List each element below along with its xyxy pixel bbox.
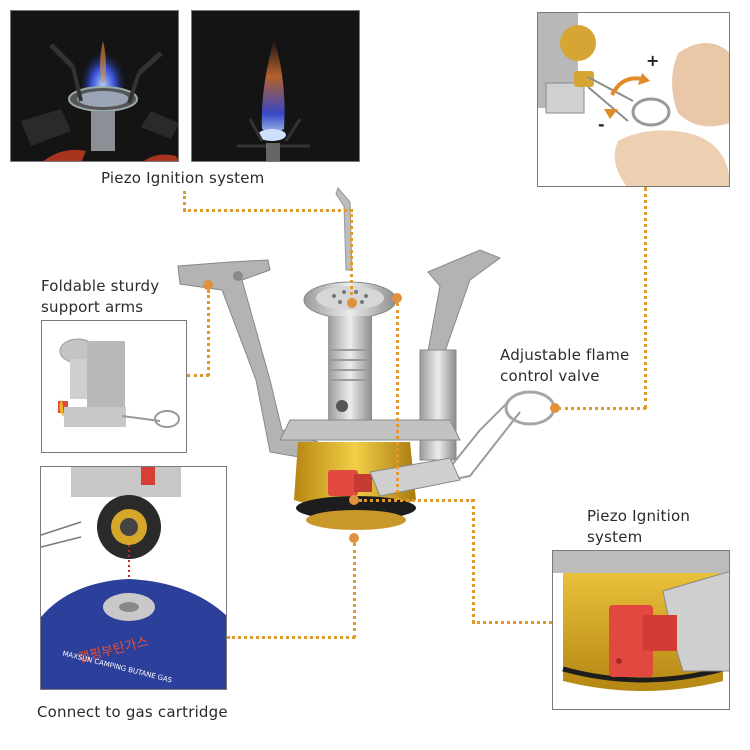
label-support-arms: Foldable sturdy support arms [41, 276, 159, 318]
label-gas-cartridge: Connect to gas cartridge [37, 703, 228, 721]
connector-top-piezo-vertical-1 [183, 191, 186, 211]
label-piezo-bottom-line1: Piezo Ignition [587, 507, 691, 525]
marker-support-arm [203, 280, 213, 290]
connector-gas-vertical [353, 543, 356, 638]
label-support-arms-line2: support arms [41, 298, 144, 316]
marker-burner [347, 298, 357, 308]
connector-bottom-piezo-vertical-2 [472, 499, 475, 623]
valve-adjust-photo: + - [537, 12, 730, 187]
connector-top-piezo-horizontal [183, 209, 352, 212]
connector-bottom-piezo-horizontal-1 [359, 499, 474, 502]
connector-valve-vertical [644, 187, 647, 409]
gas-cartridge-photo: 캠핑부탄가스 MAXSUN CAMPING BUTANE GAS [40, 466, 227, 690]
label-piezo-bottom-line2: system [587, 528, 643, 546]
camping-stove-illustration [177, 187, 556, 530]
folded-stove-photo [41, 320, 187, 453]
marker-piezo-button [349, 495, 359, 505]
label-flame-valve: Adjustable flame control valve [500, 345, 629, 387]
marker-burner-right [392, 293, 402, 303]
flame-photo-tall [191, 10, 360, 162]
connector-gas-horizontal [227, 636, 355, 639]
label-flame-valve-line2: control valve [500, 367, 600, 385]
marker-valve-ring [550, 403, 560, 413]
connector-valve-horizontal [558, 407, 646, 410]
stove-flame-illustration [21, 35, 178, 161]
piezo-closeup-photo [552, 550, 730, 710]
valve-decrease-symbol: - [598, 115, 605, 134]
cartridge-connection-illustration [41, 467, 226, 689]
label-flame-valve-line1: Adjustable flame [500, 346, 630, 364]
hand-adjusting-valve-illustration [538, 13, 729, 186]
connector-arms-vertical [207, 290, 210, 376]
piezo-button-closeup-illustration [553, 551, 729, 691]
label-piezo-ignition-top: Piezo Ignition system [101, 169, 265, 187]
connector-top-piezo-vertical-2 [350, 209, 353, 301]
label-support-arms-line1: Foldable sturdy [41, 277, 160, 295]
tall-flame-illustration [237, 39, 310, 161]
valve-increase-symbol: + [646, 51, 660, 70]
connector-bottom-piezo-horizontal-2 [472, 621, 552, 624]
main-stove-image [170, 180, 570, 560]
connector-arms-horizontal [187, 374, 209, 377]
flame-photo-burner [10, 10, 179, 162]
marker-regulator-base [349, 533, 359, 543]
connector-bottom-piezo-vertical-1 [396, 303, 399, 500]
label-piezo-ignition-bottom: Piezo Ignition system [587, 506, 690, 548]
folded-stove-illustration [58, 338, 180, 428]
